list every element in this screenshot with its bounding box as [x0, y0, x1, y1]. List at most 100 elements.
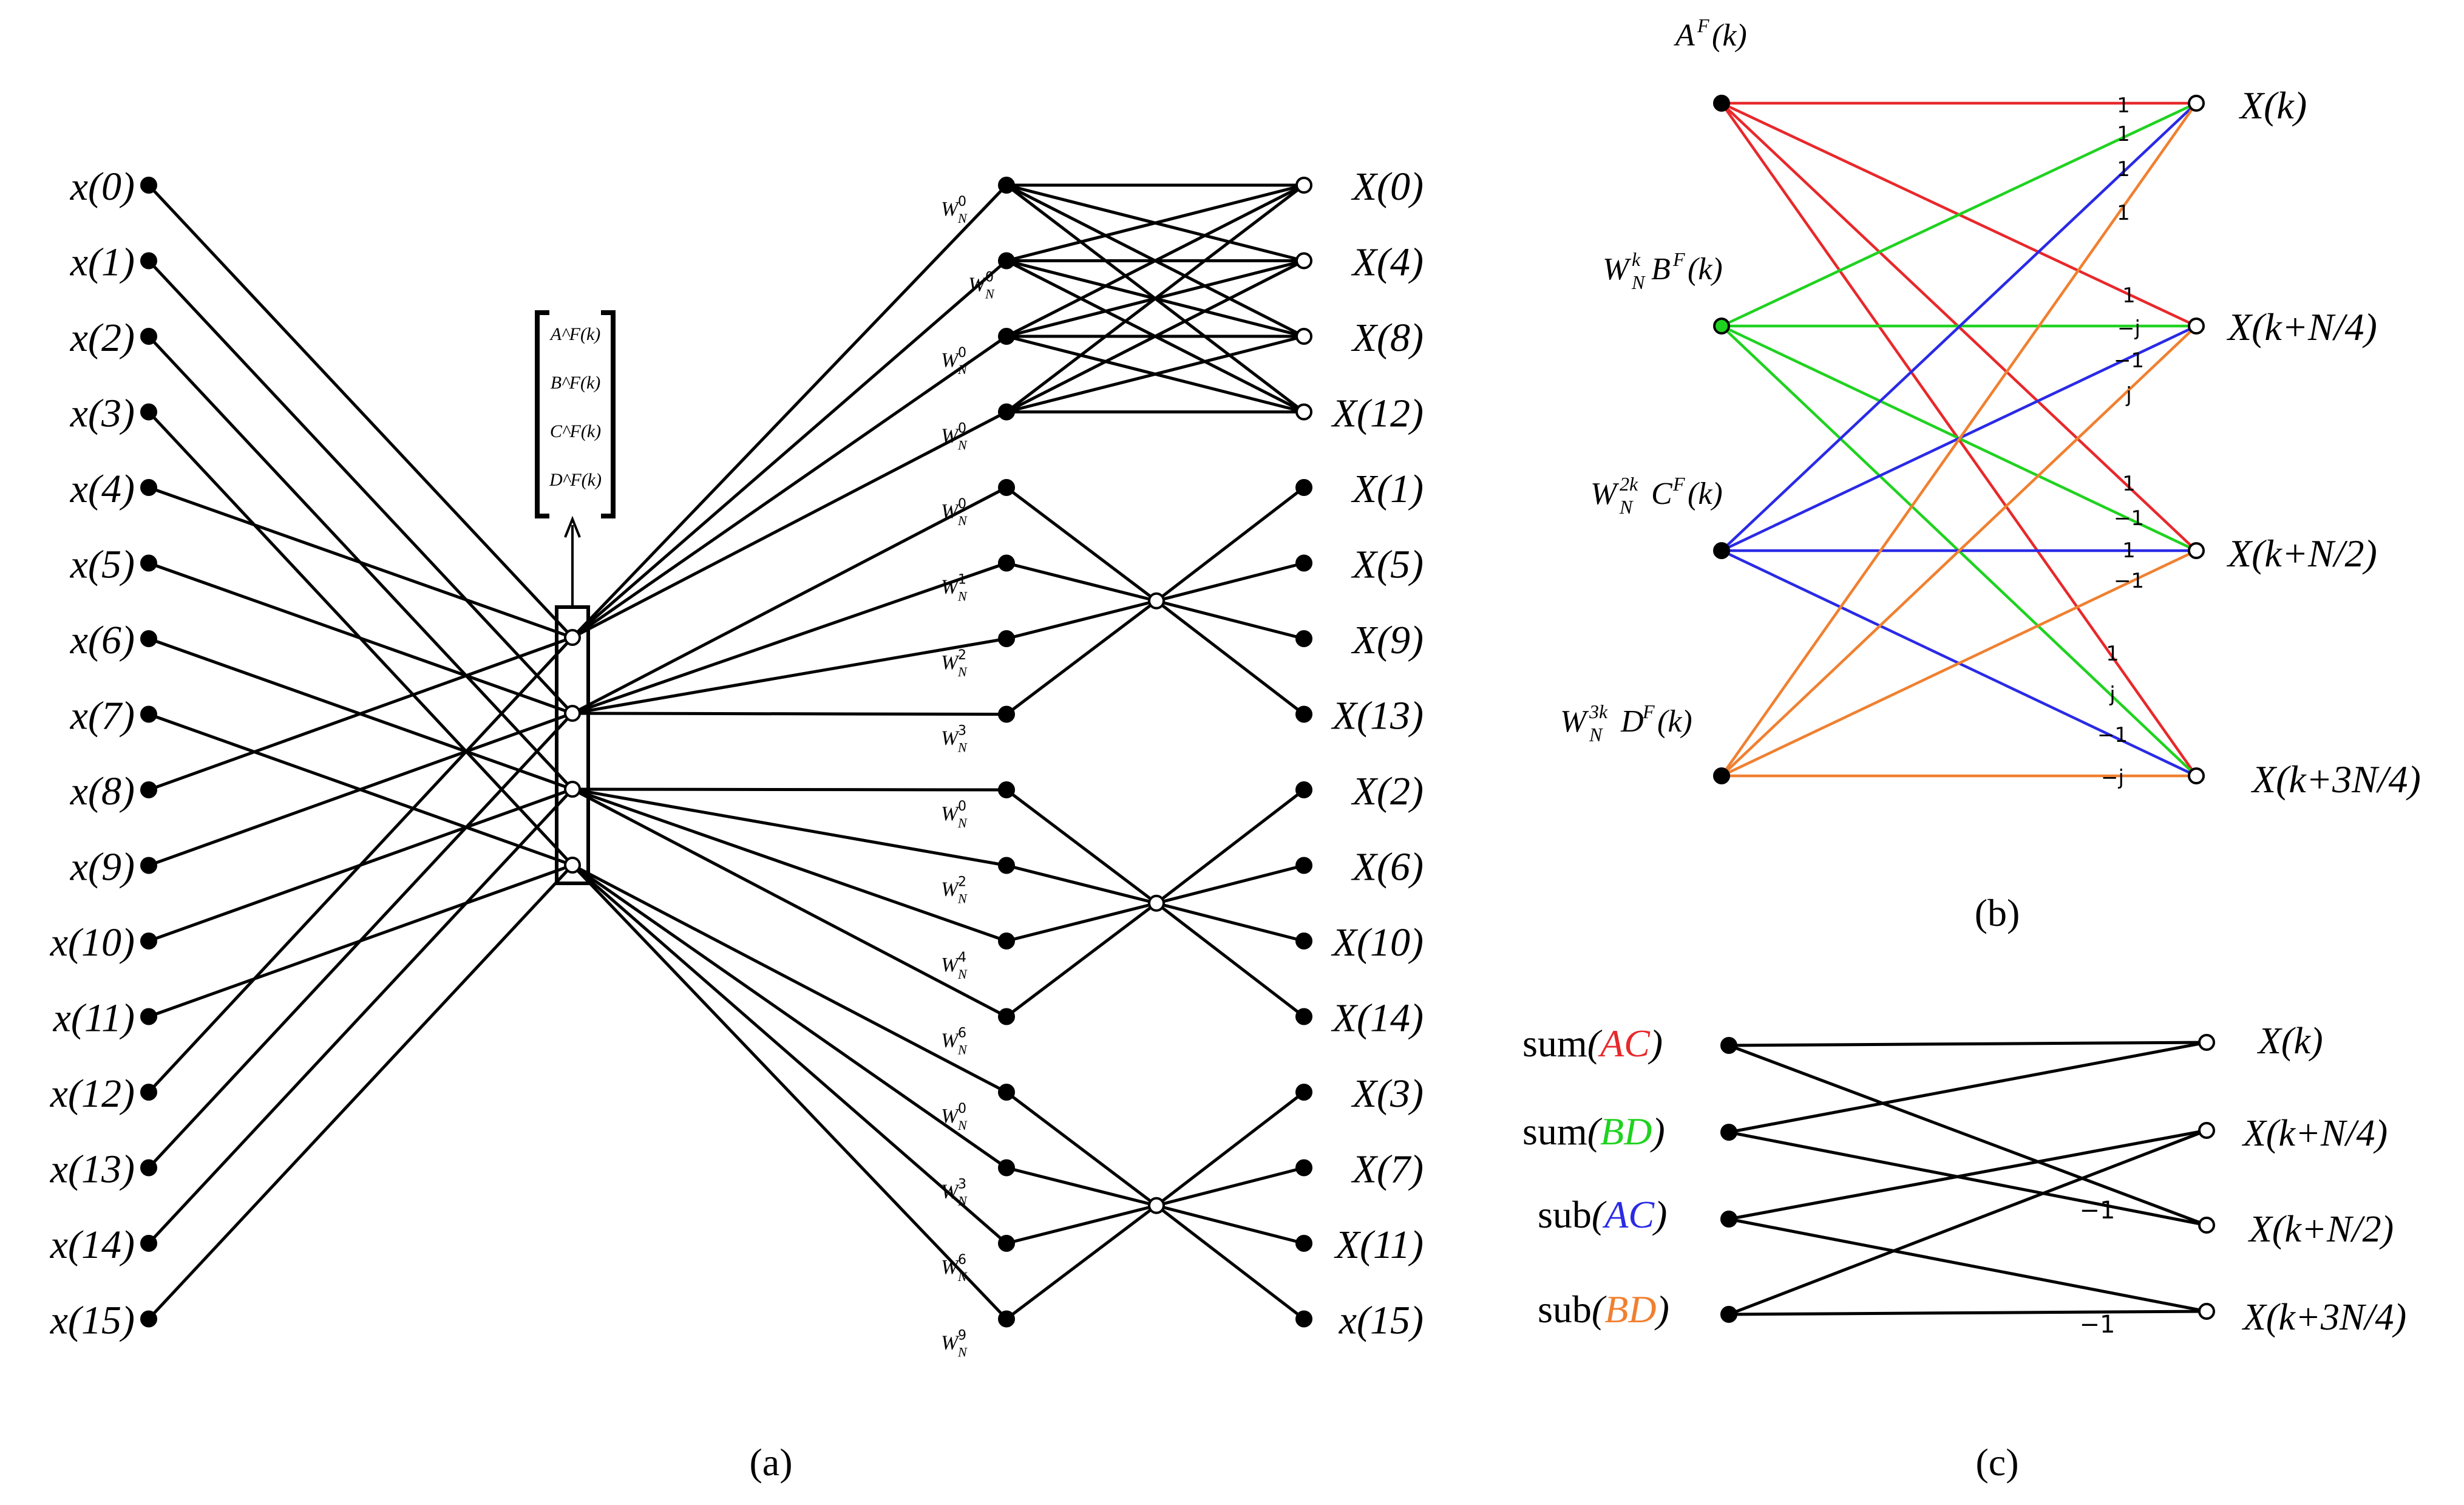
- output-node: [1295, 857, 1312, 874]
- output-label: X(k): [2238, 84, 2307, 127]
- op-argument: AC: [1602, 1193, 1655, 1236]
- op-name: sum: [1522, 1022, 1587, 1065]
- twiddle-sub: N: [957, 1194, 968, 1209]
- group-butterfly-edge: [1155, 599, 1305, 716]
- twiddle-edge: [571, 184, 1008, 639]
- edge-weight-label: j: [2125, 383, 2131, 407]
- input-edge: [148, 562, 573, 715]
- panel-a-caption: (a): [749, 1441, 792, 1484]
- twiddle-w: W: [941, 1181, 960, 1203]
- bracket-node: [564, 781, 581, 798]
- twiddle-node: [998, 1235, 1015, 1252]
- twiddle-sup: 2: [958, 648, 966, 663]
- group-butterfly-edge: [1156, 902, 1305, 943]
- twiddle-sub: N: [957, 740, 968, 755]
- edge-weight-label: j: [2109, 682, 2115, 707]
- input-sum-sub-label: sum(AC): [1522, 1022, 1663, 1065]
- twiddle-sup: 3: [958, 1177, 966, 1192]
- output-node: [2188, 542, 2205, 559]
- panel-b-nodes: [1713, 95, 2205, 784]
- twiddle-sub: N: [957, 1269, 968, 1284]
- output-label: X(4): [1351, 240, 1424, 285]
- twiddle-edge: [572, 787, 1007, 792]
- edge-weight-label: 1: [2117, 122, 2130, 146]
- twiddle-edge: [571, 864, 1008, 1245]
- panel-b-caption: (b): [1975, 891, 2020, 934]
- input-edge: [148, 788, 574, 1245]
- twiddle-w: W: [1590, 477, 1620, 511]
- term-arg: (k): [1712, 18, 1747, 53]
- twiddle-edge: [571, 335, 1008, 639]
- output-node: [1295, 1008, 1312, 1025]
- output-label: X(2): [1351, 769, 1424, 814]
- paren-close: ): [1648, 1022, 1663, 1065]
- twiddle-sup: 3: [958, 724, 966, 739]
- panel-b-output-labels: X(k)X(k+N/4)X(k+N/2)X(k+3N/4): [2226, 84, 2421, 801]
- matrix-entry-label: B^F(k): [551, 373, 601, 393]
- twiddle-w: W: [941, 954, 960, 976]
- op-name: sub: [1538, 1288, 1592, 1331]
- op-label: sub(AC): [1538, 1193, 1667, 1236]
- twiddle-edge: [571, 864, 1008, 1320]
- edge-weight-label: −1: [2080, 1311, 2116, 1339]
- twiddle-sub: N: [957, 815, 968, 831]
- input-node: [140, 1159, 157, 1177]
- edge: [1728, 1130, 2207, 1227]
- input-node: [140, 479, 157, 496]
- twiddle-w: W: [941, 1256, 960, 1279]
- output-label: X(k+N/2): [2247, 1209, 2394, 1250]
- edge-weight-label: −1: [2114, 506, 2144, 531]
- twiddle-sub: N: [985, 287, 995, 302]
- twiddle-w: W: [941, 349, 960, 372]
- group0-butterfly-edge: [1006, 335, 1305, 413]
- paren-open: (: [1587, 1110, 1603, 1153]
- group-butterfly-edge: [1006, 1166, 1157, 1208]
- paren-open: (: [1587, 1022, 1603, 1065]
- input-sum-sub-label: sub(BD): [1538, 1288, 1669, 1331]
- group-butterfly-edge: [1006, 1204, 1157, 1245]
- edge-weight-label: 1: [2122, 284, 2136, 308]
- paren-open: (: [1592, 1193, 1607, 1236]
- twiddle-node: [998, 630, 1015, 647]
- output-node: [1295, 252, 1312, 270]
- twiddle-w: W: [968, 274, 987, 296]
- output-node: [2188, 767, 2205, 784]
- output-label: X(6): [1351, 845, 1424, 889]
- input-node: [1720, 1037, 1737, 1054]
- twiddle-sup: 2: [958, 875, 966, 890]
- twiddle-sup: 3k: [1589, 701, 1608, 722]
- input-edge: [148, 712, 573, 867]
- output-node: [1295, 1084, 1312, 1101]
- twiddle-node: [998, 933, 1015, 950]
- op-label: sub(BD): [1538, 1288, 1669, 1331]
- edge-weight-label: 1: [2106, 642, 2119, 666]
- edge: [1728, 1129, 2207, 1221]
- twiddle-sup: 4: [958, 950, 966, 965]
- input-node: [1713, 542, 1730, 559]
- group-butterfly-edge: [1005, 789, 1158, 905]
- twiddle-node: [998, 252, 1015, 270]
- twiddle-sup: 0: [958, 194, 966, 209]
- input-node: [140, 933, 157, 950]
- twiddle-sub: N: [957, 1118, 968, 1133]
- output-node: [1295, 630, 1312, 647]
- output-node: [1295, 177, 1312, 194]
- input-label: x(1): [70, 240, 135, 285]
- twiddle-sup: 6: [958, 1026, 966, 1041]
- butterfly-center-node: [1148, 894, 1165, 912]
- twiddle-w: W: [941, 727, 960, 750]
- twiddle-w: W: [941, 1030, 960, 1052]
- output-label: X(k+3N/4): [2241, 1297, 2406, 1338]
- input-label: x(5): [70, 543, 135, 587]
- group-butterfly-edge: [1155, 486, 1305, 602]
- term-sup: F: [1642, 701, 1655, 722]
- paren-close: ): [1649, 1110, 1665, 1153]
- group0-butterfly-edge: [1005, 183, 1305, 338]
- twiddle-sup: 0: [958, 421, 966, 437]
- op-argument: BD: [1600, 1110, 1652, 1153]
